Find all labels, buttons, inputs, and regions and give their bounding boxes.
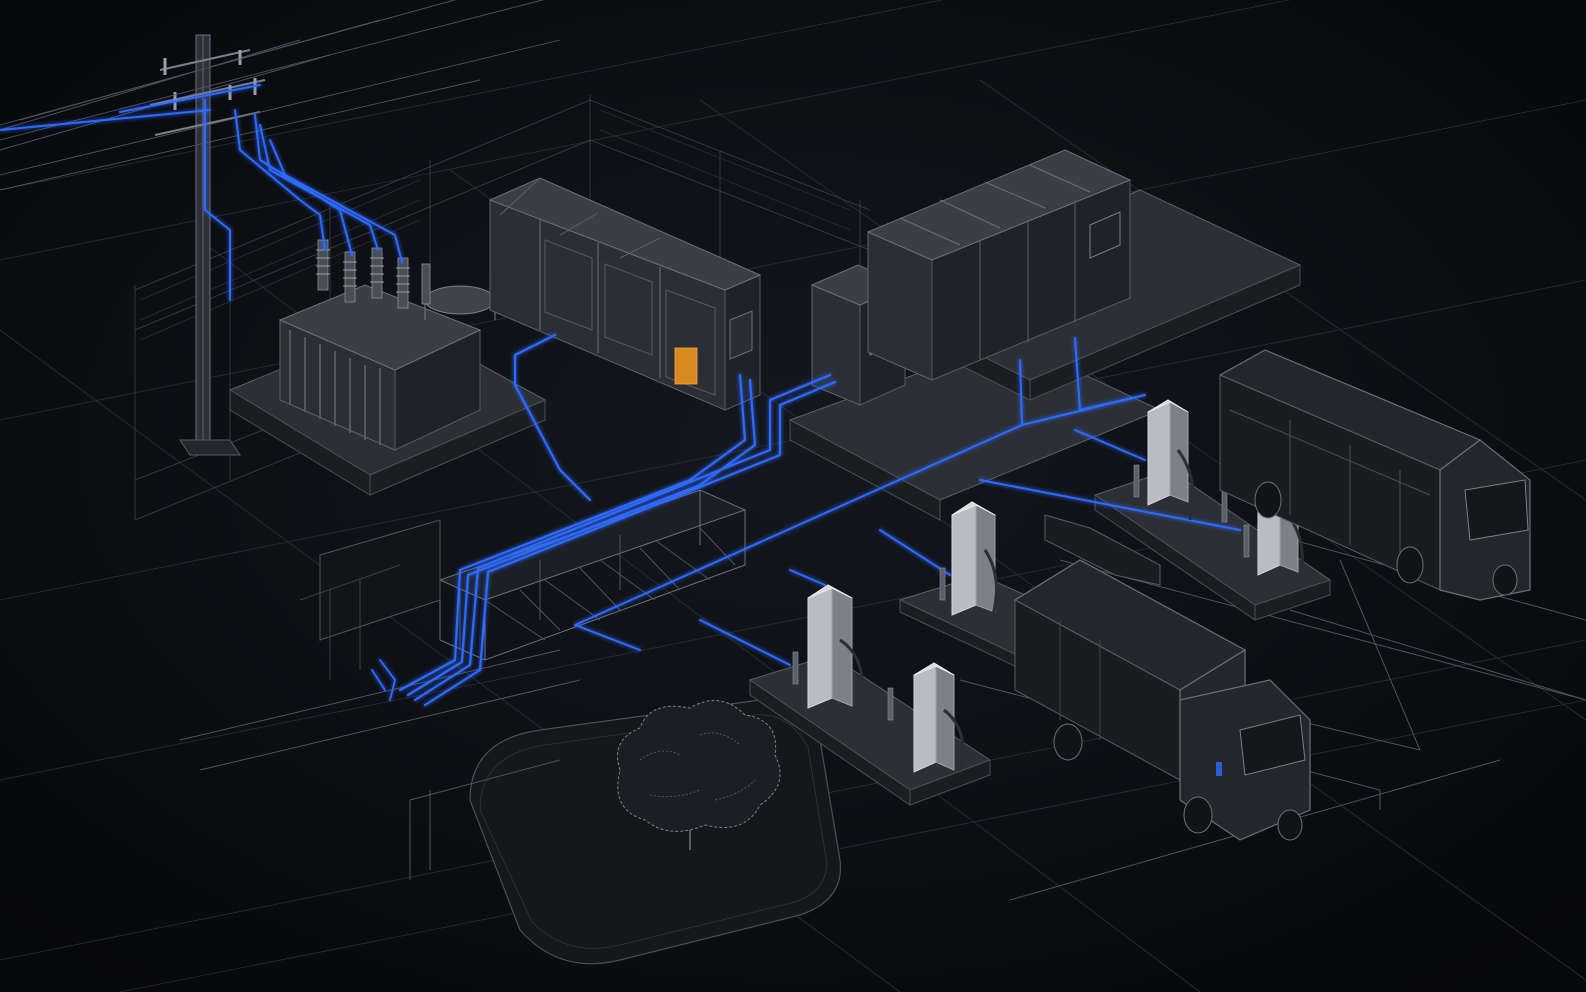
charger-a bbox=[807, 584, 864, 711]
bus-icon bbox=[1218, 349, 1531, 601]
charger-c bbox=[951, 501, 998, 626]
charger-d bbox=[1147, 399, 1195, 521]
underground-trench bbox=[299, 519, 441, 680]
battery-cabinet-icon bbox=[866, 149, 1302, 401]
switchgear-icon bbox=[488, 177, 762, 411]
charger-b bbox=[913, 662, 965, 773]
power-lines bbox=[0, 84, 1241, 707]
transformer-icon bbox=[278, 239, 496, 451]
truck-icon bbox=[1013, 514, 1311, 841]
charging-island-3 bbox=[1093, 469, 1332, 621]
utility-pole-icon bbox=[0, 0, 561, 456]
tree-icon bbox=[617, 699, 781, 850]
